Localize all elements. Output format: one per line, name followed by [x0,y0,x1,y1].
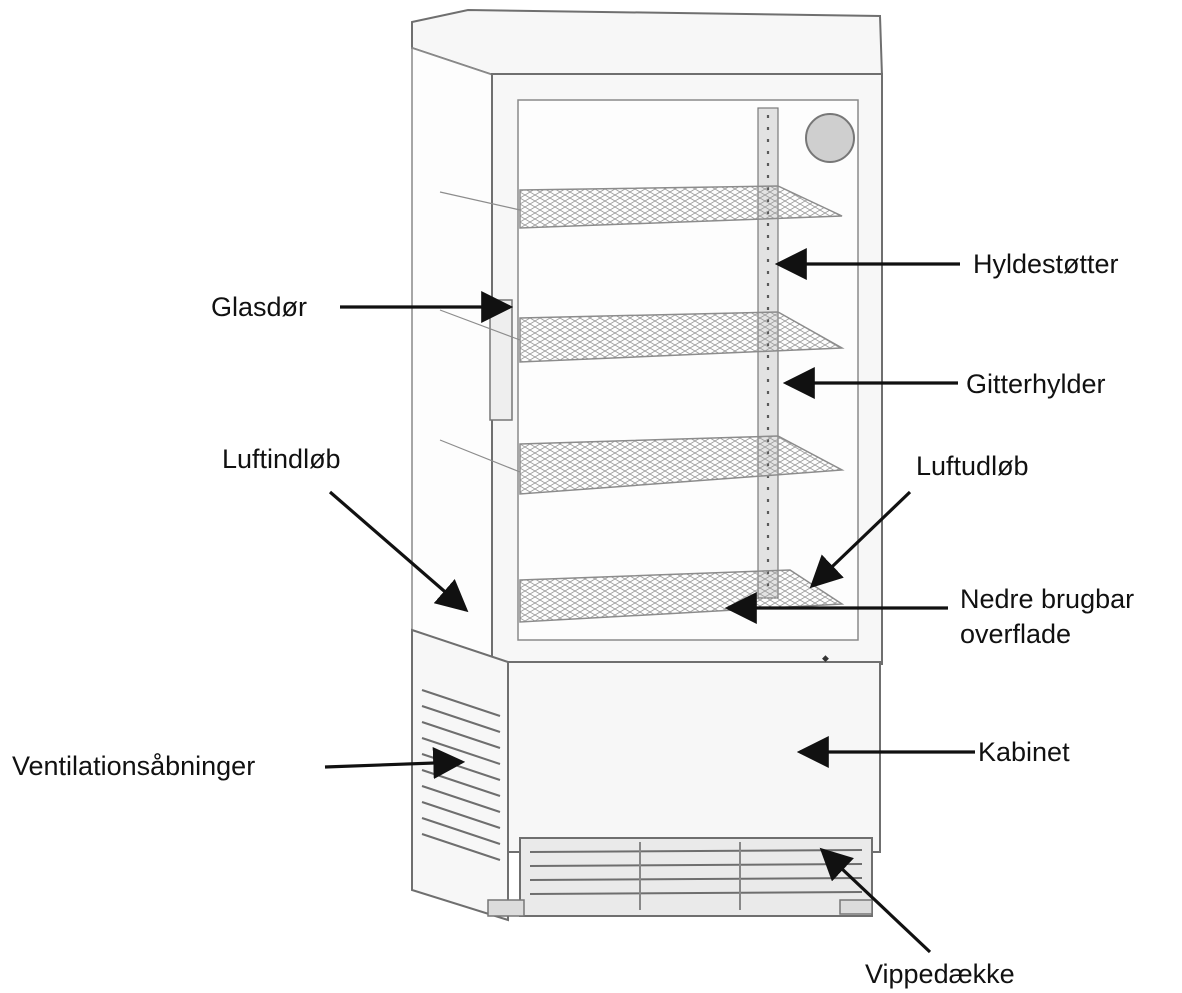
label-air-inlet: Luftindløb [222,444,341,474]
label-wire-shelves: Gitterhylder [966,369,1106,399]
foot [488,900,524,916]
label-glass-door: Glasdør [211,292,307,322]
label-ventilation: Ventilationsåbninger [12,751,255,781]
cabinet-front [508,662,880,852]
svg-text:◆: ◆ [822,653,829,663]
brand-badge-icon [806,114,854,162]
label-lower-surface-line2: overflade [960,619,1071,649]
label-lower-surface-line1: Nedre brugbar [960,584,1134,614]
refrigerator-illustration: ◆ [412,10,882,920]
cabinet-side [412,630,508,920]
top-cap [412,10,882,80]
label-air-outlet: Luftudløb [916,451,1029,481]
door-handle [490,300,512,420]
label-tilt-cover: Vippedække [865,959,1015,989]
label-shelf-supports: Hyldestøtter [973,249,1119,279]
tilt-cover-grille [520,838,872,916]
glass-door-pane [518,100,858,640]
label-cabinet: Kabinet [978,737,1070,767]
foot [840,900,872,914]
